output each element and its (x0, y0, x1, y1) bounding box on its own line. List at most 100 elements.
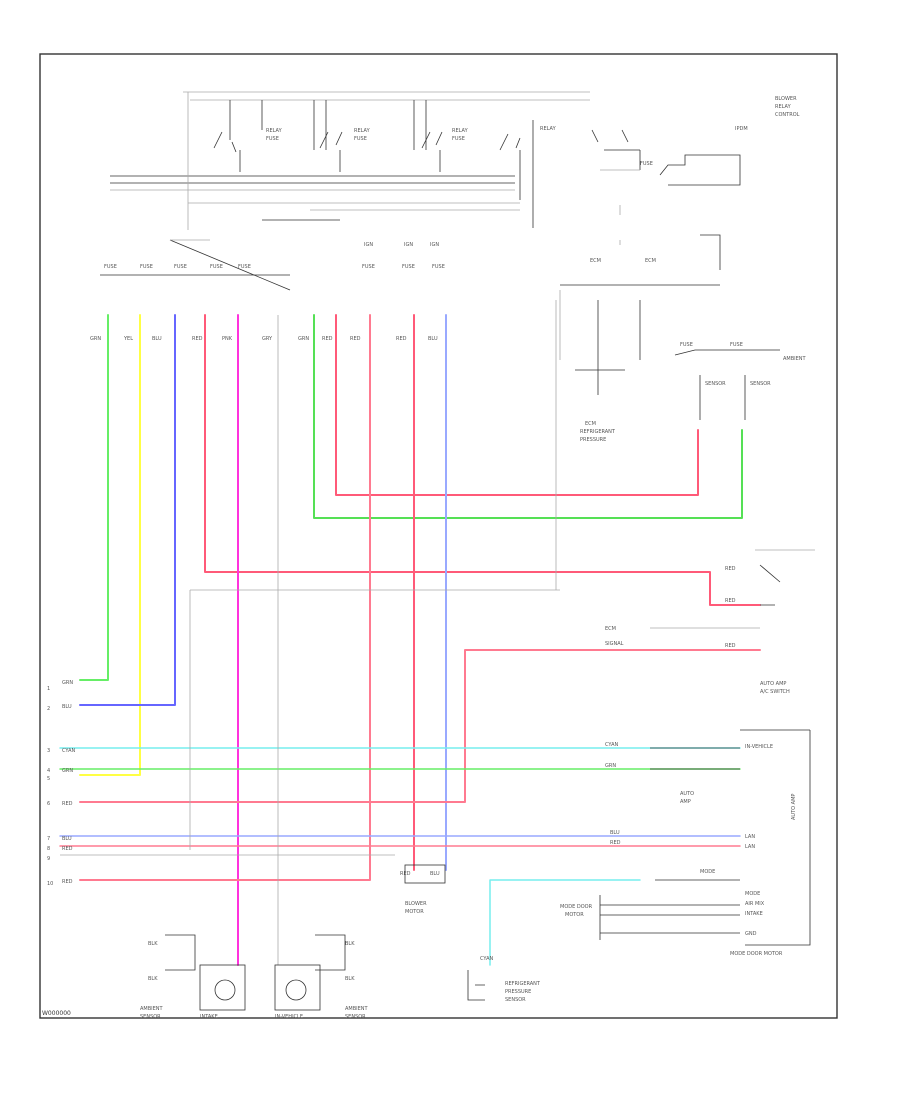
svg-text:FUSE: FUSE (354, 136, 367, 142)
connector-labels: GRN YEL BLU RED PNK GRY GRN RED RED RED … (90, 336, 438, 342)
svg-text:FUSE: FUSE (104, 264, 117, 270)
diagram-frame (39, 53, 838, 1019)
svg-text:9: 9 (47, 856, 50, 862)
wire-harness (59, 314, 761, 966)
svg-text:IPDM: IPDM (735, 126, 748, 132)
wire-cyan-lower (489, 879, 641, 966)
svg-text:PNK: PNK (222, 336, 233, 342)
svg-text:MOTOR: MOTOR (565, 912, 584, 918)
svg-text:MODE: MODE (700, 869, 715, 875)
svg-text:3: 3 (47, 748, 50, 754)
svg-text:GRY: GRY (262, 336, 273, 342)
svg-text:PRESSURE: PRESSURE (580, 437, 606, 443)
wire-red-right (335, 314, 699, 496)
svg-text:SIGNAL: SIGNAL (605, 641, 624, 647)
svg-text:INTAKE: INTAKE (200, 1014, 218, 1020)
svg-text:RED: RED (62, 846, 73, 852)
svg-text:IGN: IGN (430, 242, 439, 248)
svg-text:8: 8 (47, 846, 50, 852)
fuse-labels: FUSE FUSE FUSE FUSE FUSE IGN IGN IGN FUS… (100, 219, 445, 291)
svg-text:5: 5 (47, 776, 50, 782)
wire-yellow (79, 314, 141, 776)
svg-text:BLU: BLU (428, 336, 438, 342)
svg-text:RELAY: RELAY (540, 126, 557, 132)
svg-text:FUSE: FUSE (402, 264, 415, 270)
svg-text:RELAY: RELAY (266, 128, 283, 134)
svg-text:CYAN: CYAN (62, 748, 75, 754)
svg-text:FUSE: FUSE (730, 342, 743, 348)
svg-text:2: 2 (47, 706, 50, 712)
svg-text:10: 10 (47, 881, 53, 887)
svg-text:RED: RED (725, 566, 736, 572)
svg-text:YEL: YEL (123, 336, 133, 342)
svg-text:RED: RED (725, 643, 736, 649)
wire-blue (79, 314, 176, 706)
svg-text:ECM: ECM (590, 258, 601, 264)
svg-text:MODE: MODE (745, 891, 760, 897)
top-power-section: RELAY FUSE RELAY FUSE RELAY FUSE RELAY B… (110, 91, 800, 286)
svg-text:CYAN: CYAN (480, 956, 493, 962)
svg-text:7: 7 (47, 836, 50, 842)
svg-text:AUTO AMP: AUTO AMP (760, 681, 786, 687)
svg-text:4: 4 (47, 768, 50, 774)
svg-text:RED: RED (400, 871, 411, 877)
svg-text:FUSE: FUSE (680, 342, 693, 348)
svg-text:MODE DOOR: MODE DOOR (560, 904, 593, 910)
wire-green-right (313, 314, 743, 519)
svg-text:IGN: IGN (364, 242, 373, 248)
svg-text:SENSOR: SENSOR (140, 1014, 161, 1020)
svg-text:GRN: GRN (90, 336, 101, 342)
svg-text:AMP: AMP (680, 799, 691, 805)
svg-text:FUSE: FUSE (432, 264, 445, 270)
left-pin-numbers: 1 2 3 4 5 6 7 8 9 10 GRN BLU CYAN GRN RE… (47, 680, 75, 887)
svg-text:REFRIGERANT: REFRIGERANT (505, 981, 541, 987)
svg-text:BLOWER: BLOWER (775, 96, 797, 102)
svg-text:IGN: IGN (404, 242, 413, 248)
svg-text:CYAN: CYAN (605, 742, 618, 748)
svg-text:ECM: ECM (605, 626, 616, 632)
svg-text:BLU: BLU (610, 830, 620, 836)
svg-text:LAN: LAN (745, 834, 755, 840)
svg-text:RED: RED (396, 336, 407, 342)
svg-text:ECM: ECM (645, 258, 656, 264)
svg-text:RED: RED (725, 598, 736, 604)
svg-text:AIR MIX: AIR MIX (745, 901, 765, 907)
svg-text:6: 6 (47, 801, 50, 807)
wire-gray-set (60, 300, 560, 965)
svg-text:GRN: GRN (605, 763, 616, 769)
svg-text:RELAY: RELAY (775, 104, 792, 110)
svg-text:A/C SWITCH: A/C SWITCH (760, 689, 790, 695)
svg-text:CONTROL: CONTROL (775, 112, 800, 118)
svg-text:BLU: BLU (62, 836, 72, 842)
svg-text:RED: RED (610, 840, 621, 846)
svg-text:RED: RED (192, 336, 203, 342)
svg-text:AMBIENT: AMBIENT (140, 1006, 164, 1012)
svg-text:BLK: BLK (148, 941, 158, 947)
svg-text:AUTO AMP: AUTO AMP (791, 794, 797, 820)
wire-red-upper (204, 314, 761, 606)
svg-text:PRESSURE: PRESSURE (505, 989, 531, 995)
page-code: W000000 (42, 1010, 71, 1017)
svg-text:SENSOR: SENSOR (505, 997, 526, 1003)
svg-text:INTAKE: INTAKE (745, 911, 763, 917)
svg-text:BLOWER: BLOWER (405, 901, 427, 907)
wire-red-bottom (79, 314, 371, 881)
svg-text:ECM: ECM (585, 421, 596, 427)
svg-text:IN-VEHICLE: IN-VEHICLE (275, 1014, 303, 1020)
svg-text:AMBIENT: AMBIENT (345, 1006, 369, 1012)
svg-text:REFRIGERANT: REFRIGERANT (580, 429, 616, 435)
svg-text:IN-VEHICLE: IN-VEHICLE (745, 744, 773, 750)
svg-text:FUSE: FUSE (174, 264, 187, 270)
svg-text:SENSOR: SENSOR (345, 1014, 366, 1020)
svg-text:BLU: BLU (62, 704, 72, 710)
svg-text:BLU: BLU (152, 336, 162, 342)
svg-text:FUSE: FUSE (452, 136, 465, 142)
svg-text:BLK: BLK (345, 941, 355, 947)
svg-text:SENSOR: SENSOR (705, 381, 726, 387)
svg-text:RED: RED (62, 879, 73, 885)
svg-text:GRN: GRN (62, 768, 73, 774)
svg-text:GRN: GRN (298, 336, 309, 342)
svg-text:FUSE: FUSE (640, 161, 653, 167)
right-sensor-section: ECM REFRIGERANT PRESSURE FUSE FUSE AMBIE… (559, 290, 807, 443)
